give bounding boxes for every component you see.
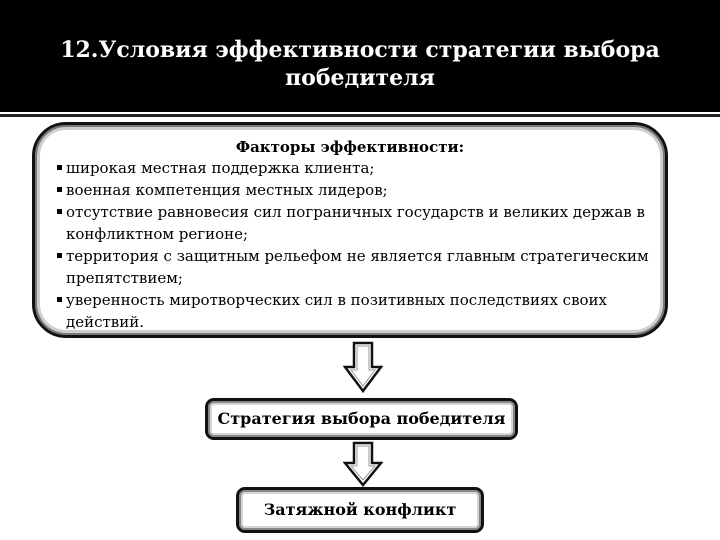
- slide-title: 12.Условия эффективности стратегии выбор…: [60, 37, 660, 91]
- factor-item: отсутствие равновесия сил пограничных го…: [57, 201, 665, 245]
- title-bar-divider: [0, 114, 720, 117]
- title-bar: [0, 0, 720, 112]
- factor-item-text: широкая местная поддержка клиента;: [66, 159, 375, 177]
- factor-item-text: уверенность миротворческих сил в позитив…: [66, 291, 608, 331]
- factors-list: широкая местная поддержка клиента; военн…: [57, 157, 665, 333]
- conflict-box: Затяжной конфликт: [236, 487, 484, 533]
- bullet-icon: [57, 297, 62, 302]
- bullet-icon: [57, 187, 62, 192]
- factor-item: территория с защитным рельефом не являет…: [57, 245, 665, 289]
- factor-item: широкая местная поддержка клиента;: [57, 157, 665, 179]
- factor-item-text: территория с защитным рельефом не являет…: [66, 247, 649, 287]
- factor-item-text: военная компетенция местных лидеров;: [66, 181, 388, 199]
- factor-item-text: отсутствие равновесия сил пограничных го…: [66, 203, 645, 243]
- factor-item: военная компетенция местных лидеров;: [57, 179, 665, 201]
- bullet-icon: [57, 253, 62, 258]
- strategy-box: Стратегия выбора победителя: [205, 398, 518, 440]
- arrow-down-icon: [343, 341, 383, 393]
- factor-item: уверенность миротворческих сил в позитив…: [57, 289, 665, 333]
- arrow-down-icon: [343, 441, 383, 487]
- bullet-icon: [57, 209, 62, 214]
- factors-box: Факторы эффективности: широкая местная п…: [32, 122, 668, 338]
- factors-heading: Факторы эффективности:: [235, 138, 465, 156]
- bullet-icon: [57, 165, 62, 170]
